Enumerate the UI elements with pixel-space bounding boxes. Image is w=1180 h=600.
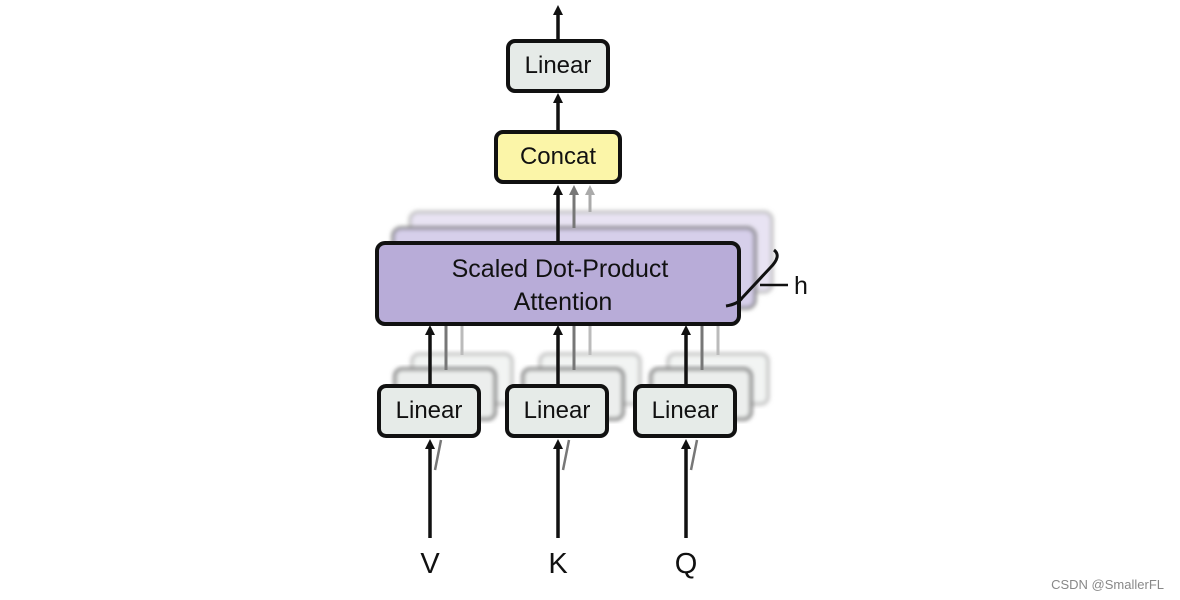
input-q-label: Q — [675, 548, 698, 580]
input-v-label: V — [420, 548, 440, 580]
linear-k-box: Linear — [505, 384, 609, 438]
attention-label-line1: Scaled Dot-Product — [452, 255, 669, 283]
linear-q-label: Linear — [652, 397, 719, 424]
attention-to-concat-arrows — [553, 185, 595, 242]
heads-brace: h — [725, 248, 808, 308]
linear-v-label: Linear — [396, 397, 463, 424]
scaled-dot-product-attention-box: Scaled Dot-Product Attention — [375, 241, 741, 326]
watermark: CSDN @SmallerFL — [1051, 577, 1164, 592]
input-k-label: K — [548, 548, 568, 580]
input-arrows — [425, 439, 699, 538]
linear-to-attention-arrows — [425, 325, 691, 384]
top-linear-label: Linear — [525, 52, 592, 79]
heads-label: h — [794, 272, 808, 300]
attention-label-line2: Attention — [514, 288, 613, 316]
concat-box: Concat — [494, 130, 622, 184]
linear-v-box: Linear — [377, 384, 481, 438]
linear-k-label: Linear — [524, 397, 591, 424]
concat-label: Concat — [520, 143, 596, 170]
linear-q-box: Linear — [633, 384, 737, 438]
top-linear-box: Linear — [506, 39, 610, 93]
